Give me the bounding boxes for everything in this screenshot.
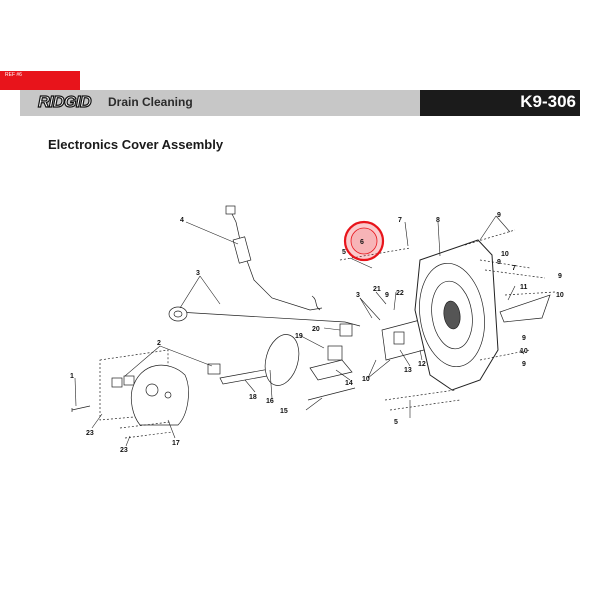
callout-13: 13	[404, 367, 412, 374]
header-model-panel	[420, 90, 580, 116]
callout-9d: 9	[522, 335, 526, 342]
part-15-rod	[307, 387, 356, 401]
callout-16: 16	[266, 398, 274, 405]
part-16-disc	[264, 334, 300, 386]
callout-2: 2	[157, 340, 161, 347]
callout-7b: 7	[512, 265, 516, 272]
callout-23b: 23	[120, 447, 128, 454]
callout-4: 4	[180, 217, 184, 224]
highlight-circle	[343, 220, 385, 262]
callout-23a: 23	[86, 430, 94, 437]
callout-12: 12	[418, 361, 426, 368]
callout-7a: 7	[398, 217, 402, 224]
callout-10a: 10	[501, 251, 509, 258]
callout-9c: 9	[558, 273, 562, 280]
callout-9b: 9	[497, 259, 501, 266]
part-4-cord	[225, 205, 323, 311]
exploded-view-diagram: 1 2 3 3 4 5 5 6 7 7 8 9 9 9 9 9 9 10 10 …	[70, 205, 564, 454]
brand-logo: RIDGID	[37, 92, 99, 110]
part-3-cable	[168, 306, 361, 327]
callout-5b: 5	[394, 419, 398, 426]
part-13-board	[381, 319, 425, 361]
model-number: K9-306	[520, 92, 576, 111]
part-11-bracket	[499, 294, 551, 323]
callout-10d: 10	[520, 348, 528, 355]
callout-10b: 10	[556, 292, 564, 299]
callout-1: 1	[70, 373, 74, 380]
callout-3b: 3	[356, 292, 360, 299]
callout-14: 14	[345, 380, 353, 387]
callout-22: 22	[396, 290, 404, 297]
brand-logo-text: RIDGID	[38, 94, 92, 110]
callout-8: 8	[436, 217, 440, 224]
part-8-housing	[414, 239, 499, 391]
callout-3a: 3	[196, 270, 200, 277]
callout-9f: 9	[385, 292, 389, 299]
part-17-back-plate	[130, 364, 189, 426]
screw-lines	[119, 229, 556, 439]
callout-18: 18	[249, 394, 257, 401]
callout-6: 6	[360, 239, 364, 246]
callout-20: 20	[312, 326, 320, 333]
leader-lines	[74, 215, 525, 447]
callout-11: 11	[520, 284, 528, 291]
callout-9a: 9	[497, 212, 501, 219]
part-14-assembly	[309, 323, 353, 381]
callout-5a: 5	[342, 249, 346, 256]
callout-21: 21	[373, 286, 381, 293]
callout-10c: 10	[362, 376, 370, 383]
highlight-circle-inner	[350, 227, 378, 255]
callout-19: 19	[295, 333, 303, 340]
callout-15: 15	[280, 408, 288, 415]
page-title: Electronics Cover Assembly	[48, 137, 224, 152]
part-1-screw	[71, 405, 91, 412]
callout-9e: 9	[522, 361, 526, 368]
callout-17: 17	[172, 440, 180, 447]
section-label: Drain Cleaning	[108, 95, 193, 109]
ref-tag: REF #6	[0, 71, 80, 90]
